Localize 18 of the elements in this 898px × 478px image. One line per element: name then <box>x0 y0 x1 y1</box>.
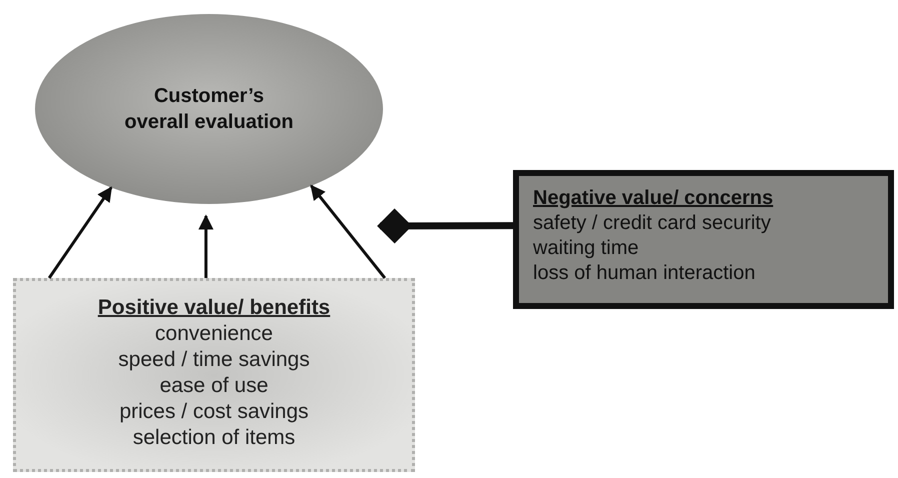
arrow <box>310 184 386 279</box>
evaluation-ellipse <box>35 14 383 204</box>
list-item: safety / credit card security <box>533 211 772 236</box>
list-item: loss of human interaction <box>533 261 756 286</box>
concerns-box <box>513 170 894 309</box>
list-item: speed / time savings <box>117 347 311 373</box>
list-item: prices / cost savings <box>118 399 310 425</box>
box-heading: Positive value/ benefits <box>96 295 332 321</box>
ellipse-label: Customer’s overall evaluation <box>124 84 294 135</box>
arrow <box>48 186 112 279</box>
list-item: ease of use <box>158 373 270 399</box>
box-heading: Negative value/ concerns <box>533 186 774 211</box>
arrow <box>198 214 214 278</box>
diamond-connector <box>377 208 514 244</box>
list-item: convenience <box>154 321 274 347</box>
list-item: waiting time <box>533 236 640 261</box>
benefits-box <box>13 278 415 472</box>
list-item: selection of items <box>132 425 296 451</box>
